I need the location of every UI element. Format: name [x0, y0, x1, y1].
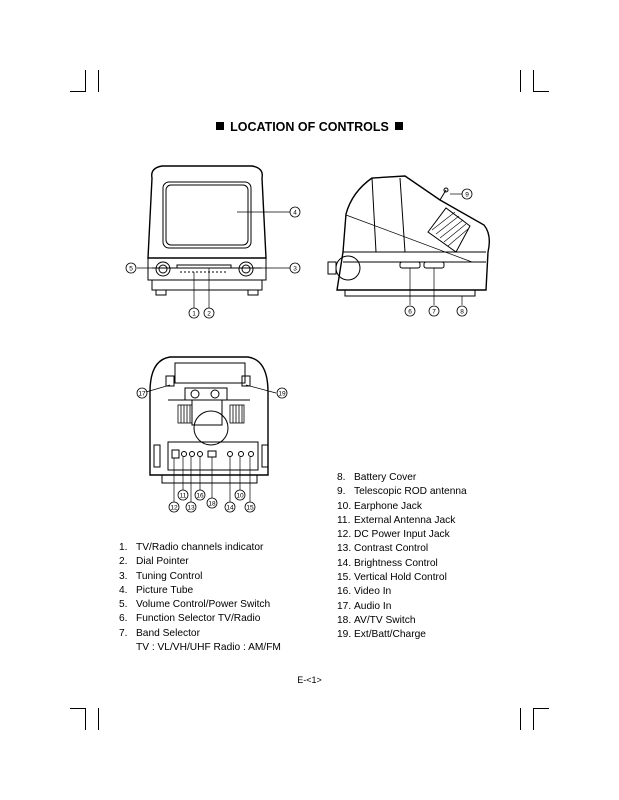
- list-item: 7.Band Selector: [119, 627, 200, 639]
- callout-5: 5: [129, 266, 133, 273]
- tv-side-view: [327, 175, 491, 305]
- callout-19: 19: [278, 391, 286, 398]
- list-item: 11.External Antenna Jack: [337, 514, 456, 526]
- tv-front-view: [137, 165, 290, 308]
- callout-11: 11: [180, 493, 187, 500]
- band-detail: TV : VL/VH/UHF Radio : AM/FM: [136, 642, 281, 654]
- list-item: 16.Video In: [337, 586, 392, 598]
- callout-1: 1: [192, 311, 196, 318]
- list-item: 2.Dial Pointer: [119, 556, 189, 568]
- callout-13: 13: [187, 505, 195, 512]
- callout-9: 9: [465, 192, 469, 199]
- list-item: 10.Earphone Jack: [337, 500, 422, 512]
- list-item: 12.DC Power Input Jack: [337, 529, 450, 541]
- list-item: 9.Telescopic ROD antenna: [337, 486, 467, 498]
- list-item: 5.Volume Control/Power Switch: [119, 599, 271, 611]
- page-number: E-<1>: [297, 675, 322, 685]
- callout-12: 12: [170, 505, 178, 512]
- list-item: 18.AV/TV Switch: [337, 614, 416, 626]
- controls-list-right: 8.Battery Cover 9.Telescopic ROD antenna…: [337, 471, 467, 643]
- callout-6: 6: [408, 309, 412, 316]
- list-item: 15.Vertical Hold Control: [337, 572, 447, 584]
- page-title: LOCATION OF CONTROLS: [0, 120, 619, 134]
- callout-7: 7: [432, 309, 436, 316]
- list-item: 4.Picture Tube: [119, 584, 194, 596]
- callout-18: 18: [208, 501, 216, 508]
- callout-14: 14: [226, 505, 234, 512]
- callout-16: 16: [196, 493, 204, 500]
- callout-2: 2: [207, 311, 211, 318]
- bullet-square-icon: [216, 122, 225, 130]
- list-item: 19.Ext/Batt/Charge: [337, 629, 426, 641]
- callout-4: 4: [293, 210, 297, 217]
- bullet-square-icon: [394, 122, 403, 130]
- list-item: 13.Contrast Control: [337, 543, 429, 555]
- callout-10: 10: [236, 493, 244, 500]
- tv-back-view: [145, 356, 277, 502]
- list-item: 17.Audio In: [337, 600, 392, 612]
- controls-list-left: 1.TV/Radio channels indicator 2.Dial Poi…: [119, 541, 281, 655]
- list-item: 8.Battery Cover: [337, 472, 417, 483]
- list-item: 1.TV/Radio channels indicator: [119, 542, 264, 553]
- list-item: 6.Function Selector TV/Radio: [119, 613, 261, 625]
- list-item: 3.Tuning Control: [119, 570, 203, 582]
- callout-3: 3: [293, 266, 297, 273]
- list-item: 14.Brightness Control: [337, 557, 438, 569]
- callout-15: 15: [246, 505, 254, 512]
- callout-8: 8: [460, 309, 464, 316]
- callout-17: 17: [138, 391, 146, 398]
